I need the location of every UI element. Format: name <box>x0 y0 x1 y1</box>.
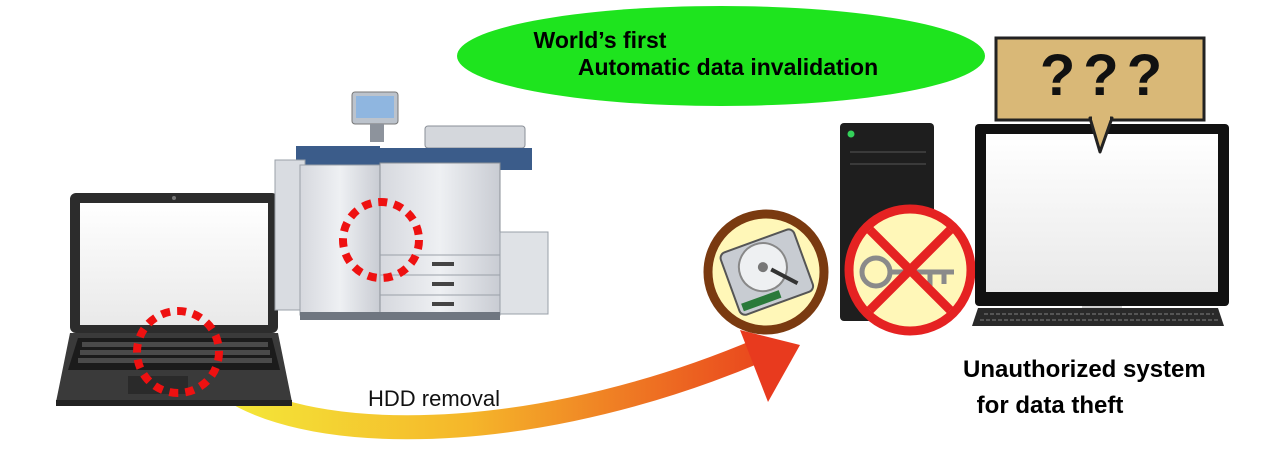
desktop-monitor-illustration <box>975 124 1229 324</box>
laptop-illustration <box>56 193 292 406</box>
laptop-hdd-highlight-circle <box>133 307 223 397</box>
headline-line-1: World’s first <box>533 27 667 53</box>
headline-ellipse <box>457 6 985 106</box>
question-speech-bubble <box>994 36 1206 154</box>
hdd-badge <box>703 209 829 335</box>
hdd-removal-label: HDD removal <box>368 386 501 411</box>
no-key-badge <box>844 204 976 336</box>
headline-line-2: Automatic data invalidation <box>577 54 879 80</box>
keyboard-illustration <box>972 308 1224 326</box>
mfp-hdd-highlight-circle <box>339 198 423 282</box>
hdd-removal-arrow <box>196 330 800 440</box>
question-marks-text: ??? <box>1039 43 1171 108</box>
hard-drive-icon <box>719 228 815 316</box>
unauthorized-system-label-line-1: Unauthorized system <box>963 356 1206 383</box>
unauthorized-system-label-line-2: for data theft <box>970 392 1124 419</box>
mfp-printer-illustration <box>274 91 549 320</box>
